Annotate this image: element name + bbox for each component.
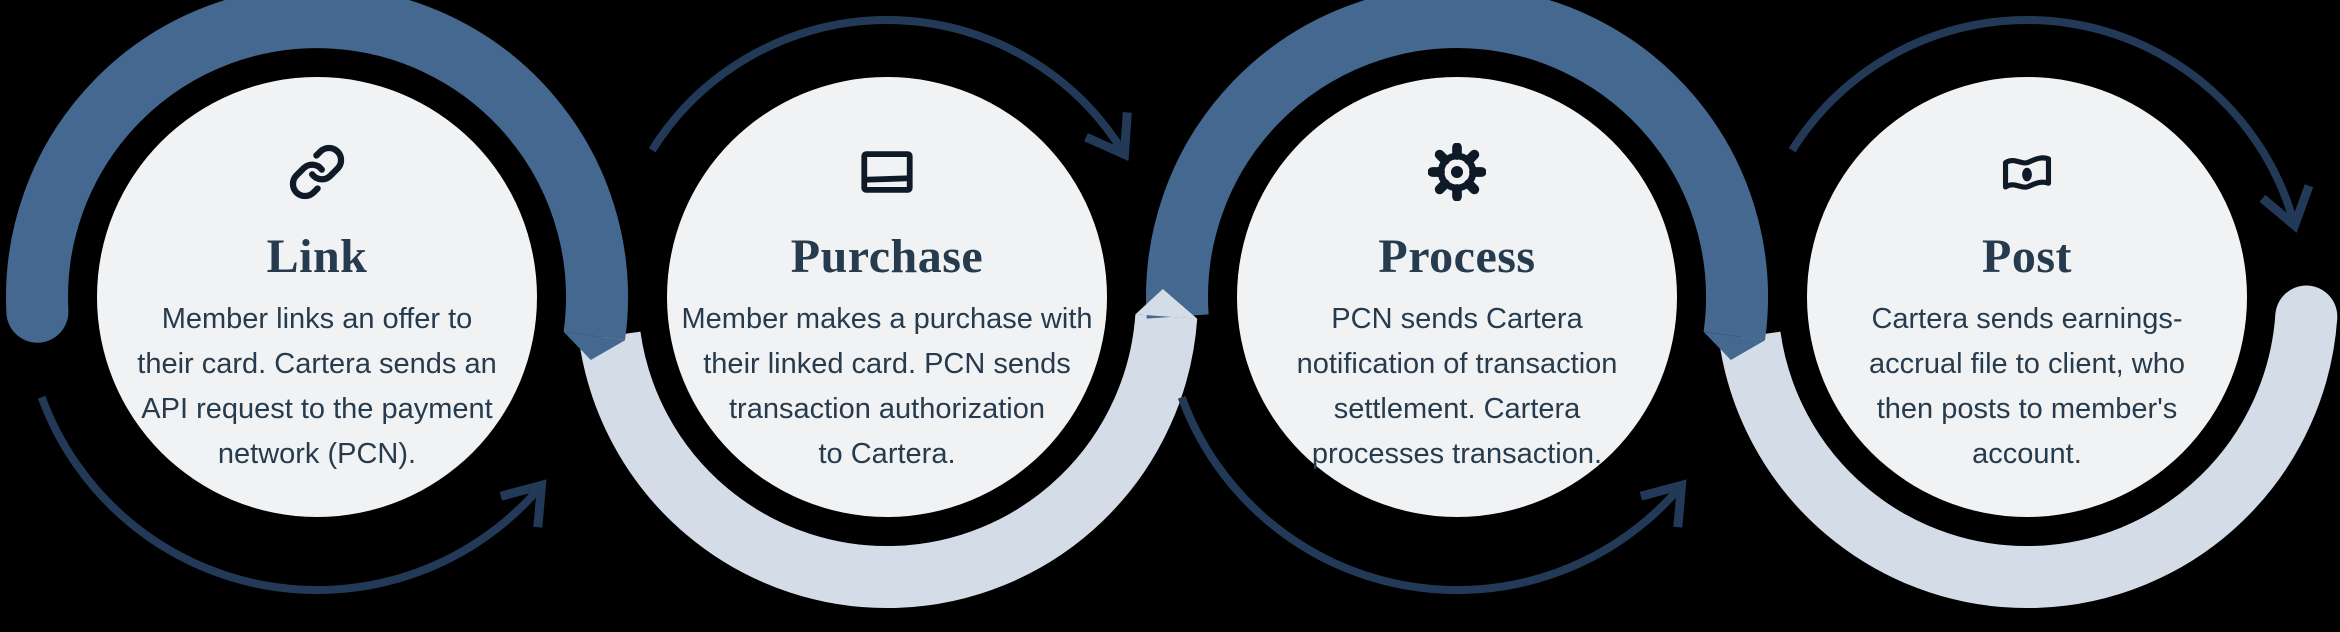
banknote-icon bbox=[1807, 143, 2247, 201]
description-line: Member makes a purchase with bbox=[681, 303, 1093, 335]
dark-band-over-link bbox=[6, 0, 629, 341]
arrowhead-icon bbox=[2259, 184, 2314, 233]
description-line: settlement. Cartera bbox=[1333, 393, 1581, 425]
step-circle-process: Process PCN sends Cartera notification o… bbox=[1237, 77, 1677, 517]
step-circle-post: Post Cartera sends earnings- accrual fil… bbox=[1807, 77, 2247, 517]
junction-chevron-process-post bbox=[1703, 331, 1765, 360]
description-line: transaction authorization bbox=[729, 393, 1045, 425]
description-line: their linked card. PCN sends bbox=[703, 348, 1071, 380]
description-line: Member links an offer to bbox=[161, 303, 473, 335]
step-title: Link bbox=[266, 230, 368, 283]
step-description: PCN sends Cartera notification of transa… bbox=[1247, 297, 1667, 477]
step-description: Member links an offer to their card. Car… bbox=[107, 297, 527, 477]
gear-icon bbox=[1237, 143, 1677, 201]
description-line: PCN sends Cartera bbox=[1331, 303, 1583, 335]
dark-band-start-cap bbox=[6, 280, 69, 343]
step-title: Post bbox=[1982, 230, 2072, 283]
step-description: Cartera sends earnings- accrual file to … bbox=[1817, 297, 2237, 477]
step-circle-link: Link Member links an offer to their card… bbox=[97, 77, 537, 517]
dark-band-over-process bbox=[1146, 0, 1769, 341]
description-line: notification of transaction bbox=[1296, 348, 1618, 380]
description-line: accrual file to client, who bbox=[1869, 348, 2185, 380]
arrowhead-icon bbox=[1639, 479, 1687, 528]
description-line: to Cartera. bbox=[818, 438, 956, 470]
credit-card-icon bbox=[667, 143, 1107, 201]
arrow-arc-over-post bbox=[1788, 16, 2299, 227]
description-line: then posts to member's bbox=[1876, 393, 2178, 425]
description-line: Cartera sends earnings- bbox=[1871, 303, 2183, 335]
arrowhead-icon bbox=[1084, 112, 1132, 162]
junction-chevron-purchase-process bbox=[1135, 289, 1198, 319]
step-title: Purchase bbox=[790, 230, 984, 283]
description-line: network (PCN). bbox=[217, 438, 417, 470]
link-icon bbox=[97, 143, 537, 201]
pale-band-under-purchase bbox=[579, 314, 1198, 609]
arrow-arc-under-link bbox=[37, 395, 545, 595]
junction-chevron-link-purchase bbox=[563, 331, 625, 360]
step-circle-purchase: Purchase Member makes a purchase with th… bbox=[667, 77, 1107, 517]
description-line: processes transaction. bbox=[1311, 438, 1603, 470]
description-line: API request to the payment bbox=[141, 393, 493, 425]
description-line: account. bbox=[1972, 438, 2082, 470]
step-description: Member makes a purchase with their linke… bbox=[677, 297, 1097, 477]
description-line: their card. Cartera sends an bbox=[137, 348, 497, 380]
step-title: Process bbox=[1378, 230, 1536, 283]
arrowhead-icon bbox=[499, 479, 547, 528]
pale-band-end-cap bbox=[2275, 285, 2338, 348]
pale-band-under-post bbox=[1719, 314, 2338, 609]
arrow-arc-under-process bbox=[1177, 395, 1685, 595]
arrow-arc-over-purchase bbox=[648, 16, 1128, 157]
